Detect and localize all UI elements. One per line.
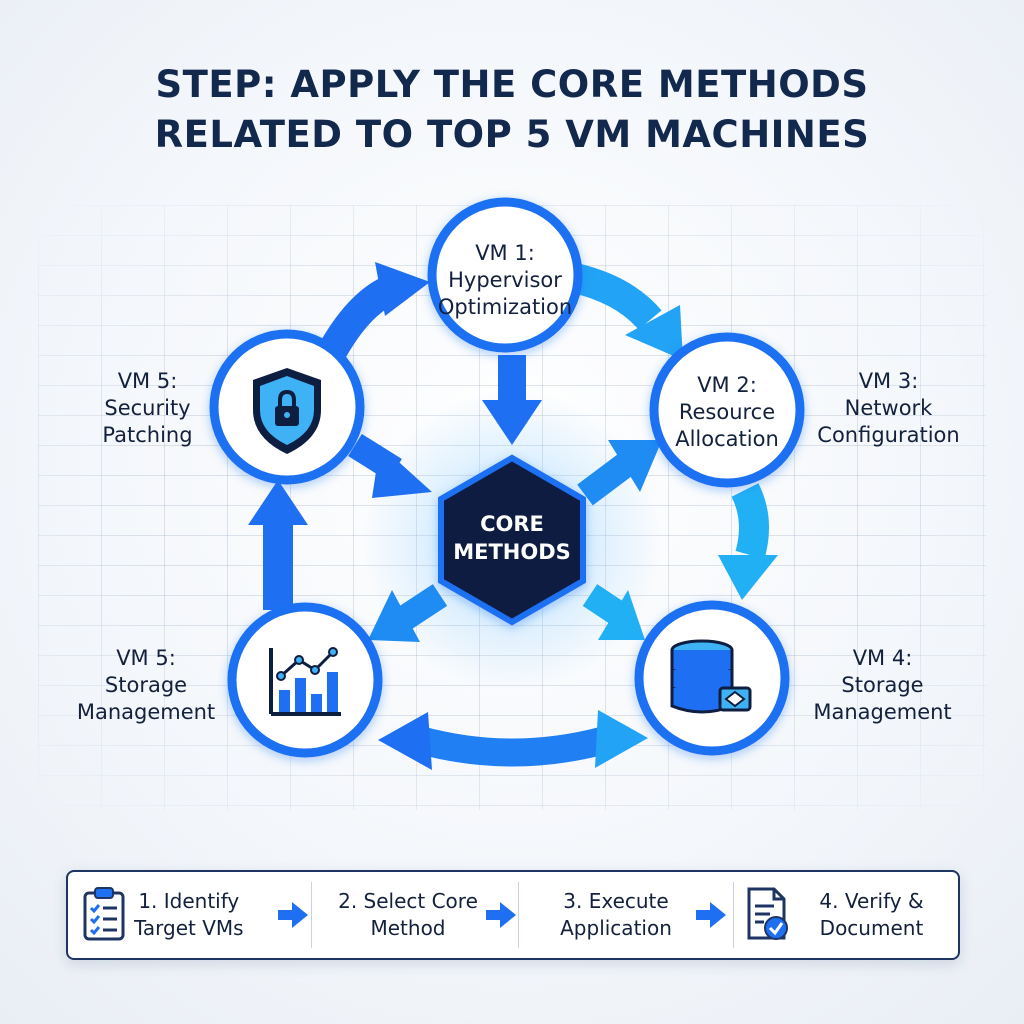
step-2: 2. Select Core Method <box>318 872 498 958</box>
step-3-line2: Application <box>560 916 672 940</box>
step-4-text: 4. Verify & Document <box>819 888 923 942</box>
vm5-security-label: VM 5: Security Patching <box>85 368 210 449</box>
clipboard-checklist-icon <box>83 887 125 941</box>
vm2-label-line2: Resource <box>678 400 776 424</box>
vm2-node <box>649 332 805 488</box>
arrow-storage-to-security-head <box>248 480 308 525</box>
step-2-line2: Method <box>370 916 446 940</box>
title-line-1: STEP: APPLY THE CORE METHODS <box>155 63 869 106</box>
arrow-vm2-to-vm4-head <box>718 555 778 600</box>
step-1-line2: Target VMs <box>134 916 244 940</box>
vm1-label-line2: Hypervisor <box>448 268 562 292</box>
vm4-label-line2: Storage <box>841 673 924 697</box>
vm4-label-line3: Management <box>813 700 952 724</box>
vm3-label: VM 3: Network Configuration <box>806 368 971 449</box>
step-3: 3. Execute Application <box>526 872 706 958</box>
vm5-storage-label-line2: Storage <box>104 673 188 697</box>
core-hexagon <box>438 454 586 626</box>
vm2-label: VM 2: Resource Allocation <box>652 372 802 453</box>
core-methods-label: CORE METHODS <box>437 510 587 566</box>
vm3-label-line3: Configuration <box>817 423 960 447</box>
step-3-text: 3. Execute Application <box>560 888 672 942</box>
divider-3 <box>733 882 734 948</box>
document-check-icon <box>747 887 788 940</box>
spoke-arrows <box>348 355 662 642</box>
divider-2 <box>518 882 519 948</box>
vm1-label: VM 1: Hypervisor Optimization <box>430 240 580 321</box>
cycle-arrows <box>248 262 778 770</box>
step-2-text: 2. Select Core Method <box>338 888 478 942</box>
arrow-double-left-head <box>378 712 432 770</box>
step-arrow-2-icon <box>486 902 516 928</box>
step-1: 1. Identify Target VMs <box>134 872 274 958</box>
vm2-label-line1: VM 2: <box>697 373 757 397</box>
title-line-2: RELATED TO TOP 5 VM MACHINES <box>154 113 870 156</box>
step-3-line1: 3. Execute <box>563 889 669 913</box>
step-arrow-1-icon <box>278 902 308 928</box>
vm3-label-line2: Network <box>844 396 933 420</box>
vm1-label-line1: VM 1: <box>475 241 535 265</box>
page-title: STEP: APPLY THE CORE METHODS RELATED TO … <box>0 60 1024 160</box>
vm3-label-line1: VM 3: <box>858 369 919 393</box>
arrow-vm5-to-vm1-head <box>375 262 430 316</box>
vm5-storage-label-line1: VM 5: <box>116 646 176 670</box>
vm4-label: VM 4: Storage Management <box>800 645 965 726</box>
vm5-security-label-line1: VM 5: <box>117 369 178 393</box>
process-steps-bar: 1. Identify Target VMs 2. Select Core Me… <box>66 870 960 960</box>
vm1-node <box>427 197 583 353</box>
arrow-double-right-head <box>595 710 648 768</box>
step-arrow-3-icon <box>696 902 726 928</box>
step-4-line2: Document <box>819 916 924 940</box>
divider-1 <box>311 882 312 948</box>
step-1-line1: 1. Identify <box>138 889 240 913</box>
database-icon <box>670 639 752 714</box>
vm4-label-line1: VM 4: <box>852 646 913 670</box>
bar-chart-icon <box>269 647 341 716</box>
vm5-security-label-line2: Security <box>104 396 191 420</box>
vm2-label-line3: Allocation <box>675 427 779 451</box>
vm5-security-label-line3: Patching <box>102 423 193 447</box>
core-label-line2: METHODS <box>453 540 571 564</box>
step-4-line1: 4. Verify & <box>819 889 924 913</box>
arrow-vm1-to-vm2 <box>571 263 662 330</box>
step-4: 4. Verify & Document <box>794 872 949 958</box>
arrow-vm2-to-vm4 <box>731 483 769 560</box>
shield-lock-icon <box>253 368 321 454</box>
arrow-vm1-to-vm2-head <box>625 305 683 360</box>
arrow-vm4-vm5-double <box>416 726 609 767</box>
vm1-label-line3: Optimization <box>437 295 573 319</box>
step-1-text: 1. Identify Target VMs <box>134 888 244 942</box>
vm5-storage-label: VM 5: Storage Management <box>66 645 226 726</box>
step-2-line1: 2. Select Core <box>338 889 478 913</box>
vm5-storage-label-line3: Management <box>76 700 216 724</box>
core-label-line1: CORE <box>480 512 544 536</box>
